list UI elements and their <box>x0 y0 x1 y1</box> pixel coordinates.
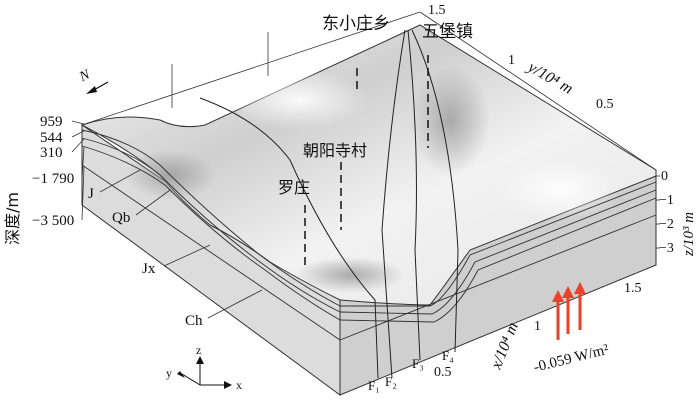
stratum-label-j: J <box>88 186 94 202</box>
triad-z: z <box>196 343 201 357</box>
z-tick: −3 <box>659 241 674 256</box>
z-tick: −2 <box>659 217 674 232</box>
fault-line-f1 <box>199 97 379 379</box>
north-arrow-head <box>86 86 97 94</box>
heat-flux-label: -0.059 W/m² <box>532 342 611 376</box>
label-wubao: 五堡镇 <box>422 22 473 42</box>
x-tick: 1.5 <box>624 281 642 296</box>
y-axis-label: y/10⁴ m <box>523 58 575 98</box>
frame-line <box>81 11 421 126</box>
label-dongxiaozhuang: 东小庄乡 <box>322 14 390 34</box>
depth-tick: 544 <box>40 130 63 146</box>
z-tick: −1 <box>659 193 674 208</box>
stratum-label-ch: Ch <box>185 313 203 329</box>
depth-tick: −1 790 <box>32 171 74 187</box>
stratum-label-jx: Jx <box>142 261 156 277</box>
fault-line-f2 <box>381 29 406 379</box>
stratum-line <box>81 137 341 313</box>
z-axis-label: z/10³ m <box>681 212 697 257</box>
triad-y: y <box>166 366 172 380</box>
depth-tick: 310 <box>40 145 63 161</box>
terrain-shade <box>500 160 620 220</box>
frame-line <box>419 11 657 171</box>
stratum-label-qb: Qb <box>112 210 130 226</box>
depth-tick-mark <box>71 120 85 125</box>
depth-tick-mark <box>81 146 85 179</box>
z-tick: 0 <box>661 169 668 184</box>
stratum-leader <box>135 189 171 216</box>
stratum-line <box>81 164 341 341</box>
depth-tick: −3 500 <box>32 213 74 229</box>
y-tick: 0.5 <box>596 97 614 112</box>
stratum-leader <box>163 244 211 267</box>
y-tick: 1 <box>508 53 515 68</box>
y-tick: 1.5 <box>428 3 446 18</box>
depth-tick-mark <box>81 165 85 221</box>
fault-label-f1: F₁ <box>368 378 380 393</box>
fault-label-f3: F₃ <box>412 356 424 371</box>
stratum-line <box>339 214 657 341</box>
depth-tick-mark <box>71 130 85 138</box>
x-tick: 1 <box>534 319 541 334</box>
terrain-shade <box>410 65 490 175</box>
fault-line-f4 <box>411 29 459 353</box>
north-label: N <box>77 67 93 85</box>
x-tick: 0.5 <box>434 365 452 380</box>
coordinate-triad <box>177 356 232 389</box>
heat-flux-arrows <box>552 282 586 340</box>
stratum-line <box>339 189 657 315</box>
depth-tick: 959 <box>40 114 63 130</box>
stratum-leader <box>99 169 141 193</box>
label-luozhuang: 罗庄 <box>278 178 310 197</box>
triad-x: x <box>236 378 242 392</box>
fault-line-f3 <box>407 29 421 361</box>
stratum-line <box>340 181 657 307</box>
stratum-line <box>81 145 341 321</box>
depth-axis-title: 深度/m <box>3 192 22 245</box>
fault-label-f2: F₂ <box>385 374 397 389</box>
stratum-leader <box>207 289 263 319</box>
label-chaoyangsi: 朝阳寺村 <box>303 141 367 160</box>
terrain-shade <box>295 257 405 293</box>
fault-label-f4: F₄ <box>442 348 454 363</box>
terrain-shade <box>230 70 370 130</box>
depth-tick-mark <box>71 138 85 153</box>
stratum-line <box>81 129 341 307</box>
